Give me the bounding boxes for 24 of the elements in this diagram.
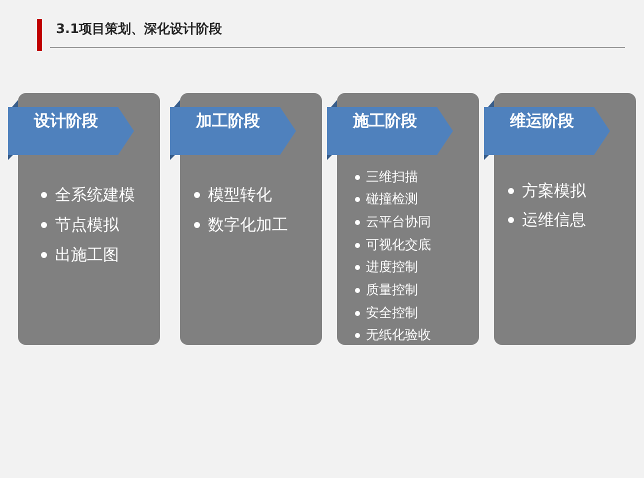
list-item-text: 数字化加工 — [208, 215, 288, 235]
list-item-text: 质量控制 — [366, 282, 418, 299]
ribbon-banner — [170, 100, 296, 161]
list-item-text: 模型转化 — [208, 185, 272, 205]
list-item-text: 可视化交底 — [366, 236, 431, 254]
ribbon-banner — [8, 100, 134, 161]
list-item-text: 全系统建模 — [55, 185, 135, 205]
ribbon-banner — [484, 100, 610, 161]
stage-title: 加工阶段 — [196, 111, 260, 131]
list-item-text: 三维扫描 — [366, 168, 418, 186]
stage-title: 维运阶段 — [510, 111, 574, 131]
list-item-text: 运维信息 — [522, 210, 586, 230]
ribbon-banner — [327, 100, 453, 161]
stage-title: 施工阶段 — [353, 111, 417, 131]
list-item-text: 节点模拟 — [55, 215, 119, 235]
list-item-text: 云平台协同 — [366, 214, 431, 231]
list-item-text: 方案模拟 — [522, 181, 586, 201]
list-item-text: 出施工图 — [55, 245, 119, 265]
list-item-text: 无纸化验收 — [366, 327, 431, 344]
stage-title: 设计阶段 — [34, 111, 98, 131]
page-title: 3.1项目策划、深化设计阶段 — [56, 21, 222, 39]
list-item-text: 进度控制 — [366, 259, 418, 276]
list-item-text: 安全控制 — [366, 304, 418, 322]
list-item-text: 碰撞检测 — [366, 191, 418, 208]
